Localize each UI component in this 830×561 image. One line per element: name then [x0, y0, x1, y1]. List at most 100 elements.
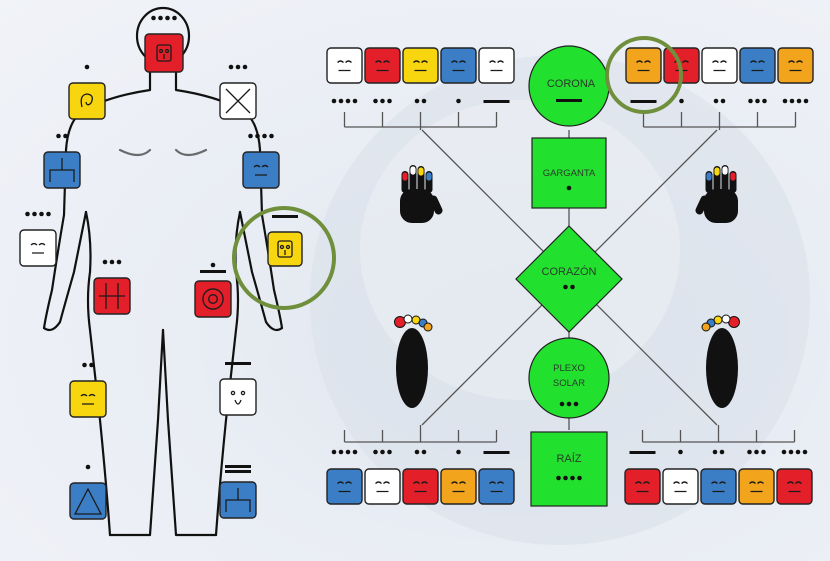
glyph-stroke: [225, 88, 251, 114]
glyph-square: [625, 47, 662, 84]
count-dot: [761, 449, 766, 455]
chakra-label-raiz: RAÍZ: [556, 452, 581, 465]
glyph-square: [219, 378, 257, 416]
count-dot: [46, 211, 51, 217]
count-dot: [56, 133, 61, 139]
count-dot: [803, 98, 809, 104]
glyph-square: [776, 468, 813, 505]
count-dot: [456, 449, 461, 455]
glyph-square: [144, 33, 184, 73]
count-dot: [720, 98, 726, 104]
finger-tip: [729, 171, 737, 182]
count-bar: [630, 100, 657, 103]
bottom-left-branch: [343, 425, 498, 443]
count-dot: [556, 475, 561, 481]
chakra-corazon-count: [563, 284, 575, 290]
top-left-glyph: [326, 47, 363, 84]
count-dot: [269, 133, 274, 139]
glyph-stroke: [337, 60, 352, 72]
count-dot: [373, 449, 378, 455]
chakra-raiz-count: [556, 475, 582, 481]
count-dot: [25, 211, 30, 217]
chakra-raiz-square: [530, 431, 608, 507]
bottom-right-glyph: [776, 468, 813, 505]
body-glyph-count-right-knee: [82, 362, 94, 368]
body-glyph-count-left-shoulder: [228, 64, 248, 70]
glyph-stroke: [375, 60, 390, 72]
count-dot: [566, 185, 572, 191]
body-glyph-group: [19, 15, 303, 520]
count-bar: [225, 470, 251, 473]
count-dot: [331, 98, 337, 104]
count-dot: [563, 284, 568, 290]
glyph-stroke: [285, 244, 291, 250]
chakra-garganta-square: [531, 137, 607, 209]
glyph-stroke: [451, 60, 466, 72]
sole: [396, 328, 428, 408]
count-dot: [338, 449, 344, 455]
glyph-stroke: [673, 481, 688, 493]
body-glyph-left-elbow: [242, 151, 280, 189]
count-dot: [373, 98, 378, 104]
glyph-stroke: [636, 60, 651, 72]
glyph-stroke: [202, 288, 224, 310]
count-dot: [380, 449, 385, 455]
glyph-square: [440, 47, 477, 84]
body-glyph-left-shoulder: [219, 82, 257, 120]
glyph-stroke: [30, 242, 46, 254]
count-dot: [713, 98, 719, 104]
body-glyph-left-foot: [219, 481, 257, 519]
glyph-square: [69, 482, 107, 520]
count-dot: [570, 475, 575, 481]
count-dot: [781, 449, 787, 455]
count-dot: [32, 211, 37, 217]
glyph-square: [364, 468, 401, 505]
count-dot: [84, 64, 90, 70]
count-dot: [387, 449, 392, 455]
body-glyph-right-hip: [93, 277, 131, 315]
top-left-branch: [343, 112, 498, 130]
bottom-left-count: [373, 449, 392, 455]
count-dot: [235, 64, 241, 70]
glyph-square: [777, 47, 814, 84]
count-dot: [242, 64, 248, 70]
count-dot: [352, 449, 358, 455]
count-dot: [345, 98, 351, 104]
top-right-count: [679, 98, 684, 104]
glyph-square: [194, 280, 232, 318]
glyph-stroke: [489, 481, 504, 493]
chakra-plexo-circle: [528, 337, 610, 419]
top-right-glyph: [777, 47, 814, 84]
glyph-square: [267, 231, 303, 267]
count-dot: [345, 449, 351, 455]
chakra-label-corona: CORONA: [547, 78, 596, 90]
glyph-square: [402, 468, 439, 505]
bottom-left-count: [331, 449, 358, 455]
count-dot: [712, 449, 718, 455]
chakra-garganta-count: [566, 185, 572, 191]
count-dot: [802, 449, 808, 455]
count-dot: [795, 449, 801, 455]
body-glyph-right-shoulder: [68, 82, 106, 120]
highlight-circle-body: [232, 206, 336, 310]
body-glyph-count-right-hand: [25, 211, 51, 217]
toe: [701, 322, 711, 332]
highlight-circle-top: [605, 36, 683, 114]
top-left-glyph: [440, 47, 477, 84]
bottom-right-glyph: [738, 468, 775, 505]
count-dot: [116, 259, 122, 265]
top-left-glyph: [402, 47, 439, 84]
body-glyph-right-foot: [69, 482, 107, 520]
finger-tip: [401, 171, 409, 182]
palm: [704, 189, 738, 223]
top-left-count: [331, 98, 358, 104]
glyph-square: [440, 468, 477, 505]
body-glyph-count-right-hip: [102, 259, 122, 265]
count-dot: [262, 133, 267, 139]
glyph-stroke: [277, 240, 293, 258]
glyph-square: [69, 380, 107, 418]
finger-tip: [705, 171, 713, 182]
palm: [400, 189, 434, 223]
count-dot: [39, 211, 44, 217]
